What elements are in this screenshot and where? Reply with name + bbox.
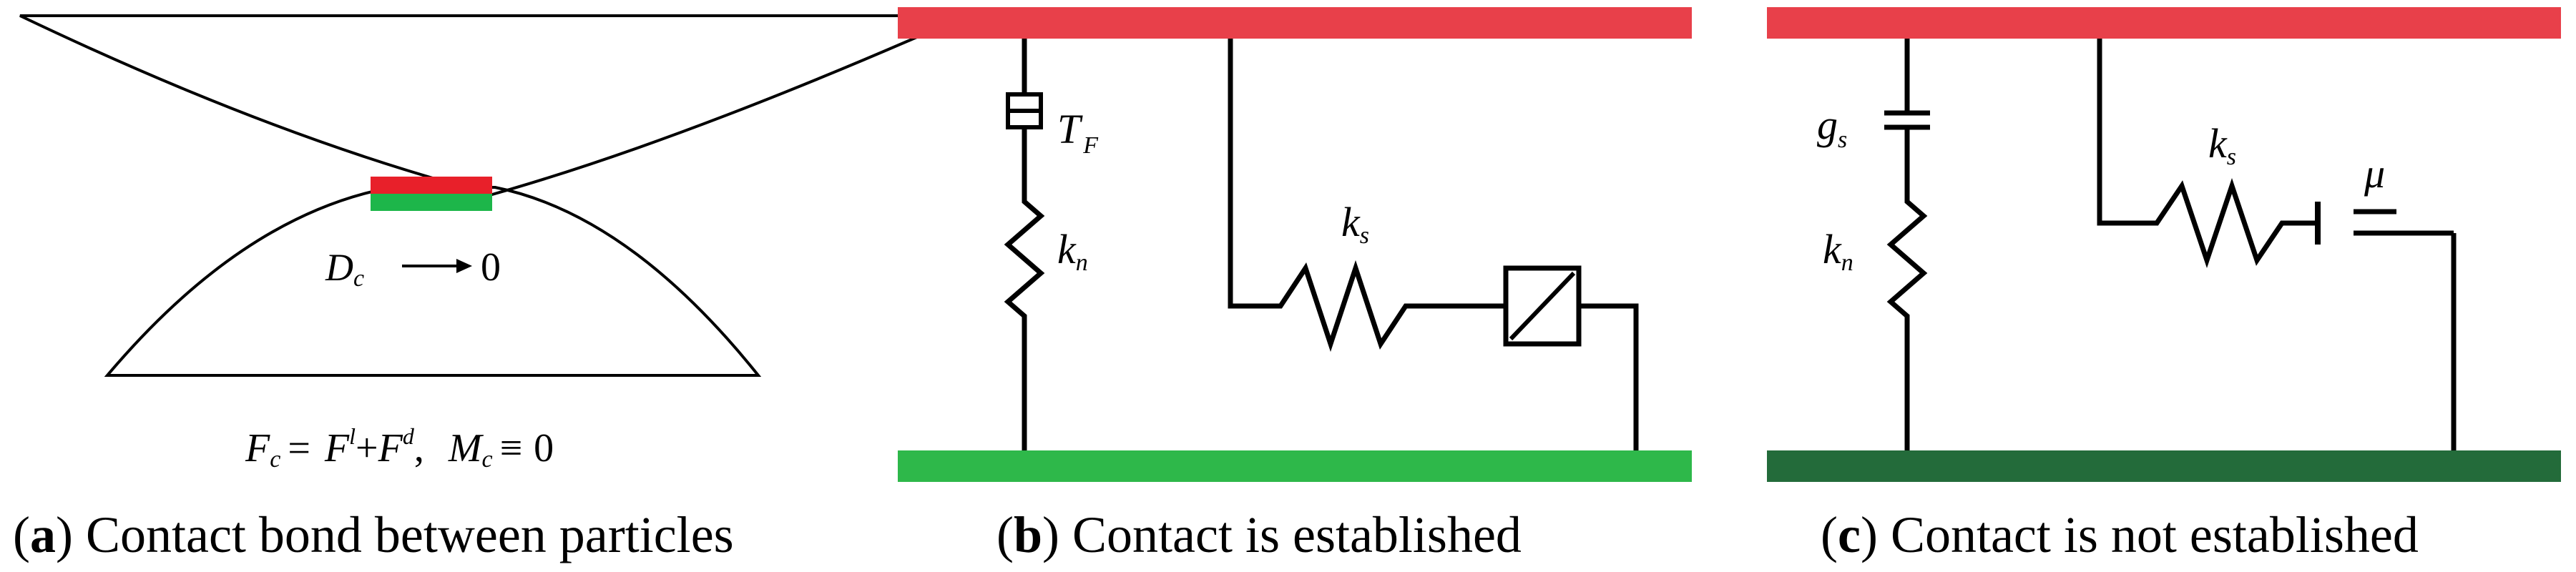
shear-spring-ks	[2097, 39, 2318, 268]
panel-a: Dc 0 Fc= Fl+Fd,Mc≡0 (a) Contact bond bet…	[13, 14, 966, 563]
panel-c: gs kn ks μ (c) Contact is not establishe…	[1767, 7, 2561, 563]
caption-c: (c) Contact is not established	[1821, 506, 2419, 563]
bottom-wall-green	[898, 450, 1692, 482]
force-equation: Fc= Fl+Fd,Mc≡0	[245, 423, 554, 473]
dc-zero: 0	[481, 245, 501, 290]
lower-particle	[104, 186, 762, 377]
capacitor-gap-icon	[1884, 110, 1930, 130]
dc-label: Dc	[325, 246, 364, 292]
caption-a: (a) Contact bond between particles	[13, 506, 734, 563]
top-wall-red	[1767, 7, 2561, 39]
normal-spring-kn	[1004, 127, 1045, 450]
upper-particle	[19, 14, 966, 197]
kn-label: kn	[1823, 226, 1853, 276]
shear-return-wire	[1579, 303, 1639, 450]
bottom-wall-dark-green	[1767, 450, 2561, 482]
ks-label: ks	[2208, 120, 2236, 170]
shear-spring-ks	[1228, 39, 1506, 352]
contact-bond-green	[371, 194, 492, 211]
normal-spring-kn	[1886, 127, 1928, 450]
dashpot-tf-icon	[1006, 92, 1043, 129]
slider-icon	[1503, 265, 1582, 347]
ks-label: ks	[1341, 199, 1369, 249]
top-wall-red	[898, 7, 1692, 39]
caption-b: (b) Contact is established	[996, 506, 1522, 563]
friction-slider-icon	[2315, 202, 2454, 245]
arrow-icon	[402, 259, 472, 273]
kn-label: kn	[1057, 226, 1088, 276]
mu-label: μ	[2364, 150, 2385, 197]
contact-bond-red	[371, 177, 492, 194]
gs-label: gs	[1817, 102, 1847, 153]
